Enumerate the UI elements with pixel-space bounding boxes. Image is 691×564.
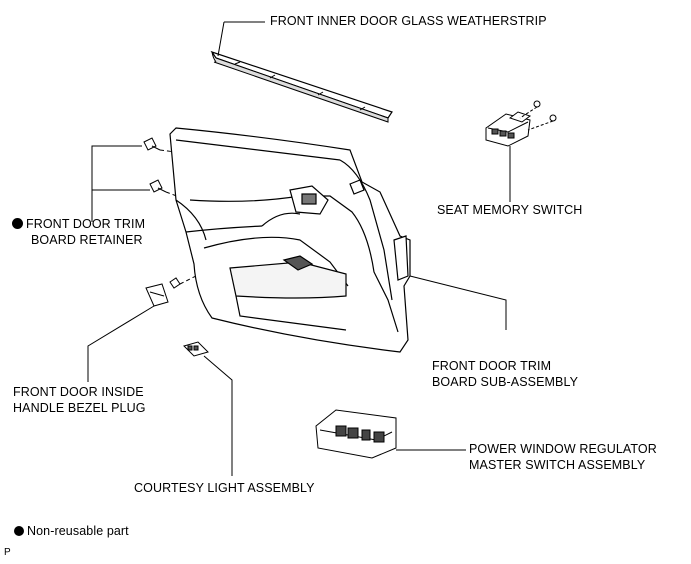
door-trim-board-part — [169, 127, 411, 353]
label-power-window-switch: POWER WINDOW REGULATOR MASTER SWITCH ASS… — [469, 441, 657, 473]
bezel-plug-part — [87, 283, 169, 382]
label-power-window-line2: MASTER SWITCH ASSEMBLY — [469, 458, 646, 472]
courtesy-light-part — [183, 341, 233, 476]
label-bezel-plug-line2: HANDLE BEZEL PLUG — [13, 401, 146, 415]
label-bezel-plug: FRONT DOOR INSIDE HANDLE BEZEL PLUG — [13, 384, 146, 416]
label-trim-board-line2: BOARD SUB-ASSEMBLY — [432, 375, 579, 389]
power-window-switch-part — [315, 409, 466, 459]
legend-dot-icon — [14, 526, 24, 536]
label-weatherstrip-text: FRONT INNER DOOR GLASS WEATHERSTRIP — [270, 14, 547, 28]
legend-non-reusable-text: Non-reusable part — [27, 524, 129, 538]
label-retainer-line2: BOARD RETAINER — [31, 233, 143, 247]
non-reusable-dot-icon — [12, 218, 23, 229]
label-retainer-line1: FRONT DOOR TRIM — [12, 216, 145, 232]
label-weatherstrip: FRONT INNER DOOR GLASS WEATHERSTRIP — [270, 13, 547, 29]
label-courtesy-light: COURTESY LIGHT ASSEMBLY — [134, 480, 315, 496]
label-seat-memory-switch: SEAT MEMORY SWITCH — [437, 202, 582, 218]
label-power-window-line1: POWER WINDOW REGULATOR — [469, 442, 657, 456]
label-seat-memory-switch-text: SEAT MEMORY SWITCH — [437, 203, 583, 217]
label-retainer: FRONT DOOR TRIM BOARD RETAINER — [12, 216, 145, 248]
label-trim-board: FRONT DOOR TRIM BOARD SUB-ASSEMBLY — [432, 358, 578, 390]
label-courtesy-light-text: COURTESY LIGHT ASSEMBLY — [134, 481, 315, 495]
trim-board-leader — [409, 275, 507, 330]
label-trim-board-line1: FRONT DOOR TRIM — [432, 359, 552, 373]
page-code: P — [4, 547, 11, 558]
seat-memory-switch-part — [485, 100, 557, 202]
weatherstrip-part — [210, 21, 393, 123]
label-bezel-plug-line1: FRONT DOOR INSIDE — [13, 385, 144, 399]
legend-non-reusable: Non-reusable part — [14, 523, 129, 539]
